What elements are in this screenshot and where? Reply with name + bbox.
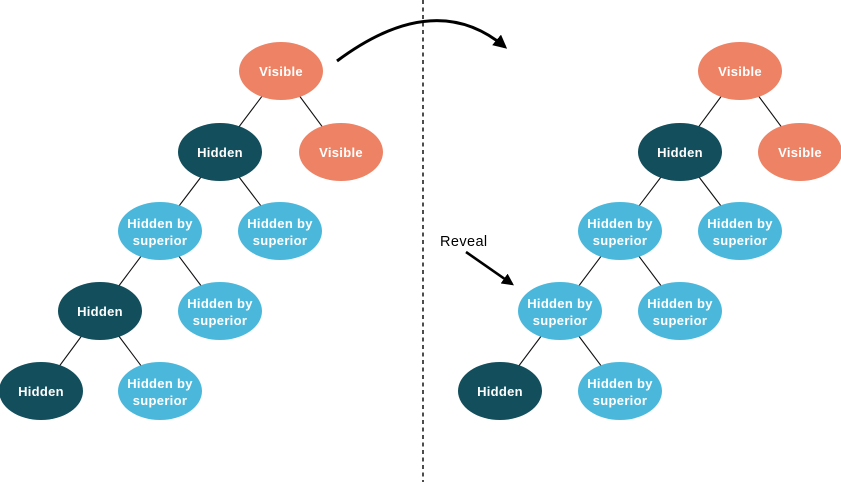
node-ellipse bbox=[0, 362, 83, 420]
node-ellipse bbox=[578, 362, 662, 420]
node-ellipse bbox=[299, 123, 383, 181]
node-label: Hidden bbox=[77, 304, 123, 319]
node-ellipse bbox=[698, 202, 782, 260]
tree-node-hidden: Hidden bbox=[178, 123, 262, 181]
tree-node-visible: Visible bbox=[239, 42, 323, 100]
node-ellipse bbox=[518, 282, 602, 340]
reveal-annotation: Reveal bbox=[440, 234, 514, 286]
node-ellipse bbox=[238, 202, 322, 260]
node-label: Hidden bbox=[657, 145, 703, 160]
node-ellipse bbox=[118, 362, 202, 420]
reveal-label: Reveal bbox=[440, 234, 488, 250]
tree-node-visible: Visible bbox=[698, 42, 782, 100]
node-ellipse bbox=[578, 202, 662, 260]
node-ellipse bbox=[239, 42, 323, 100]
node-ellipse bbox=[178, 123, 262, 181]
node-ellipse bbox=[638, 282, 722, 340]
node-ellipse bbox=[58, 282, 142, 340]
node-label: Visible bbox=[718, 64, 762, 79]
node-label: Visible bbox=[778, 145, 822, 160]
tree-node-hidden: Hidden bbox=[638, 123, 722, 181]
tree-node-hidden: Hidden bbox=[58, 282, 142, 340]
transform-curved-arrow bbox=[336, 19, 508, 63]
node-ellipse bbox=[758, 123, 841, 181]
reveal-arrow bbox=[465, 250, 514, 286]
node-label: Hidden bbox=[197, 145, 243, 160]
node-label: Hidden bbox=[18, 384, 64, 399]
tree-node-visible: Visible bbox=[299, 123, 383, 181]
tree-node-hidden: Hidden bbox=[458, 362, 542, 420]
tree-node-hidden: Hidden bbox=[0, 362, 83, 420]
tree-node-visible: Visible bbox=[758, 123, 841, 181]
node-ellipse bbox=[458, 362, 542, 420]
node-ellipse bbox=[638, 123, 722, 181]
node-label: Visible bbox=[319, 145, 363, 160]
node-ellipse bbox=[698, 42, 782, 100]
node-ellipse bbox=[178, 282, 262, 340]
node-label: Hidden bbox=[477, 384, 523, 399]
node-label: Visible bbox=[259, 64, 303, 79]
node-ellipse bbox=[118, 202, 202, 260]
